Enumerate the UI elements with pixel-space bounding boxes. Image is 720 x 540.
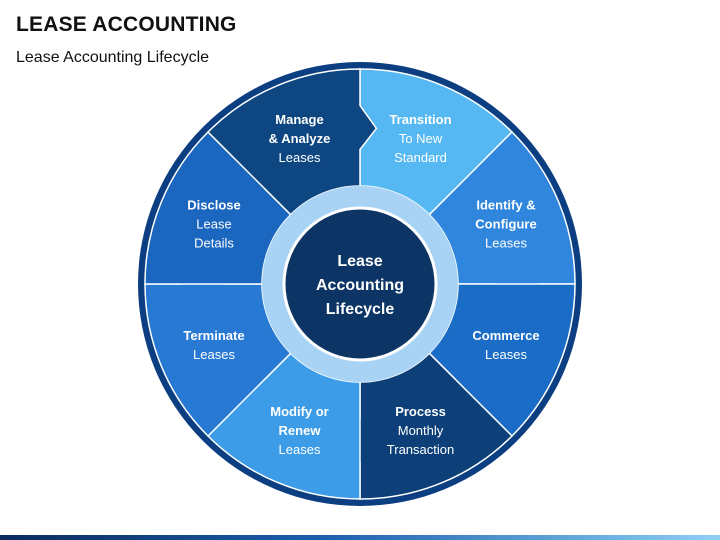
- page-subtitle: Lease Accounting Lifecycle: [16, 49, 210, 66]
- footer-bar: [0, 535, 720, 540]
- segments-group: [144, 68, 576, 500]
- center-circle: [282, 206, 438, 362]
- page-title: LEASE ACCOUNTING: [16, 13, 237, 36]
